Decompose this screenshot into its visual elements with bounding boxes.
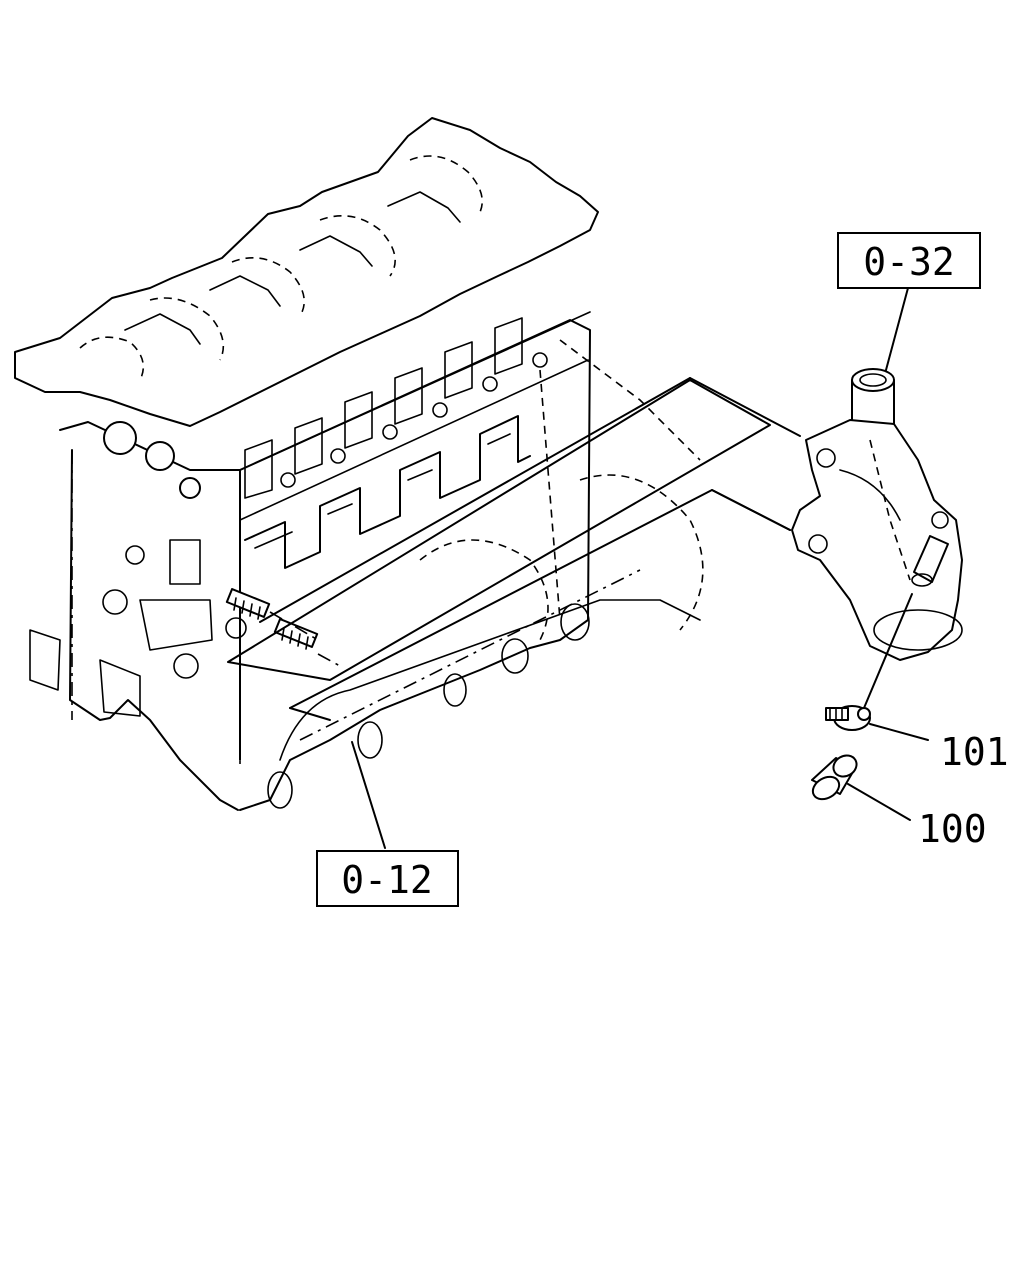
water-pump-drawing — [689, 368, 963, 661]
part-number-100: 100 — [918, 807, 987, 851]
leader-lines — [351, 287, 929, 849]
gasket-drawing — [227, 377, 791, 721]
stud-bolt-lower — [273, 618, 319, 650]
leader-100 — [847, 783, 911, 821]
cylinder-block-drawing — [14, 117, 704, 811]
stud-bolt-upper — [225, 588, 271, 620]
callout-0-32-text: 0-32 — [863, 240, 955, 284]
leader-0-12 — [351, 741, 386, 849]
drain-cock-drawing — [825, 593, 913, 731]
hose-sleeve-drawing — [811, 754, 858, 801]
callout-0-12-text: 0-12 — [341, 858, 433, 902]
part-number-101: 101 — [940, 730, 1009, 774]
leader-0-32 — [885, 287, 909, 371]
callout-0-32: 0-32 — [837, 232, 981, 289]
callout-0-12: 0-12 — [316, 850, 459, 907]
leader-101 — [869, 723, 929, 741]
